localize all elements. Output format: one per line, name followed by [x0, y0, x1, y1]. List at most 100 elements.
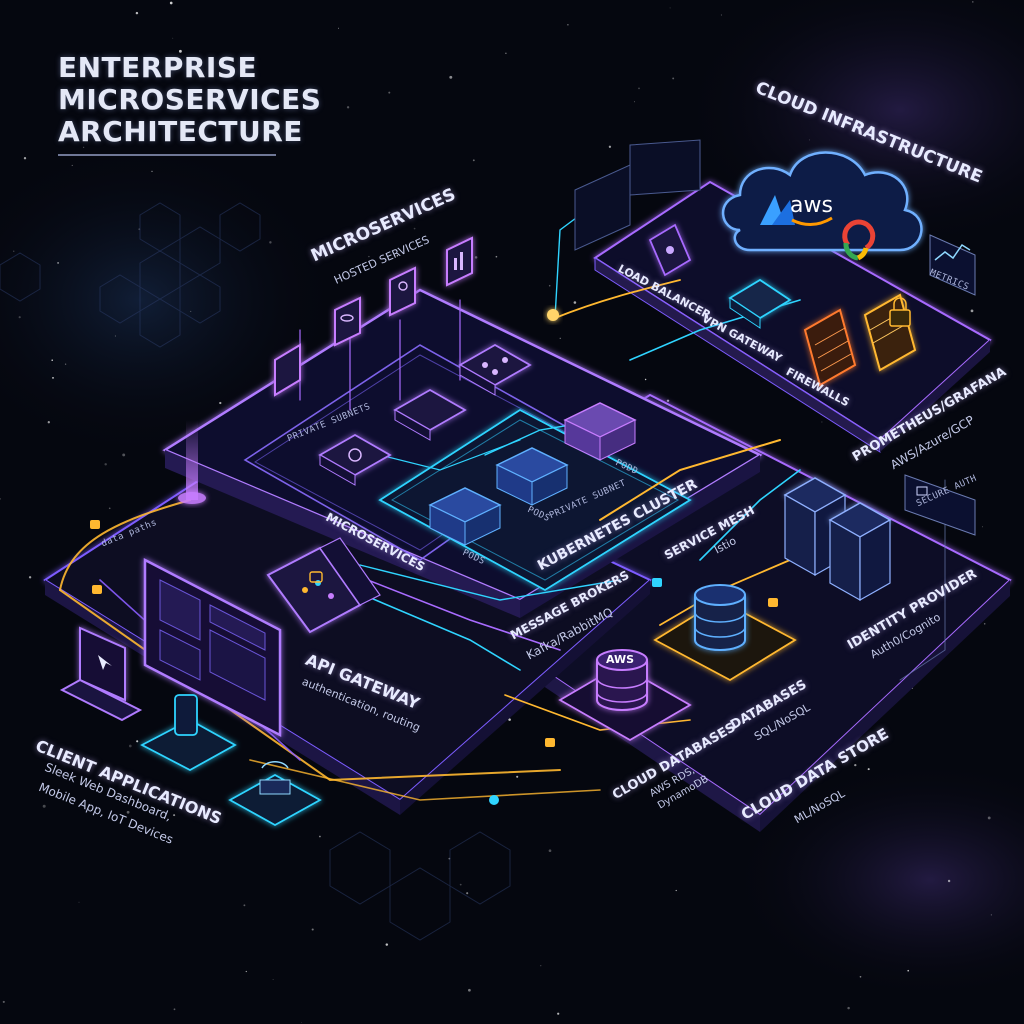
star — [516, 775, 519, 778]
hosted-services-icons — [274, 236, 473, 397]
star — [64, 363, 67, 365]
star — [173, 814, 176, 817]
star — [548, 849, 552, 853]
star — [557, 1012, 560, 1015]
pod-container-2 — [495, 447, 569, 506]
gateway-lock-icon — [309, 571, 323, 583]
star — [245, 970, 247, 973]
cursor-icon — [98, 655, 112, 670]
web-dashboard-screen — [143, 557, 282, 738]
star — [413, 227, 416, 230]
star — [190, 310, 192, 312]
star — [573, 301, 577, 304]
iot-device-icon — [228, 761, 322, 827]
star — [972, 1, 974, 3]
star — [466, 892, 469, 895]
star — [243, 904, 246, 907]
data-beam — [178, 420, 206, 504]
lock-icon-2 — [916, 486, 928, 496]
star — [338, 27, 339, 29]
star — [907, 969, 910, 972]
title-line-3: ARCHITECTURE — [58, 115, 303, 148]
star — [178, 49, 182, 53]
star — [666, 399, 670, 403]
star — [990, 914, 993, 916]
star — [987, 816, 991, 820]
star — [669, 7, 671, 9]
star — [672, 77, 675, 80]
star — [867, 768, 870, 771]
star — [634, 101, 635, 103]
title-line-2: MICROSERVICES — [58, 83, 322, 116]
star — [83, 146, 85, 148]
star — [844, 760, 847, 762]
star — [808, 139, 811, 141]
terminal-panel-top — [574, 139, 701, 251]
aws-badge: AWS — [606, 653, 634, 666]
star — [173, 1008, 176, 1011]
database-cylinder-icon — [694, 584, 746, 651]
star — [28, 576, 32, 579]
service-module-gear — [318, 433, 392, 486]
lock-icon — [889, 297, 911, 327]
path-lock-icons — [90, 309, 778, 805]
star — [468, 988, 471, 992]
star — [396, 254, 399, 257]
star — [474, 256, 478, 259]
aws-database-cylinder-icon: AWS — [596, 649, 648, 711]
star — [720, 14, 722, 16]
star — [108, 507, 111, 510]
star — [126, 810, 130, 814]
gear-icon — [348, 448, 362, 462]
nebula-bottom-right — [730, 760, 1024, 1000]
star — [854, 763, 857, 767]
star — [459, 883, 462, 886]
cloud-infrastructure-platform — [593, 180, 992, 453]
star — [385, 943, 389, 946]
star — [128, 744, 132, 748]
hex-pattern — [0, 202, 511, 941]
star — [219, 401, 222, 405]
star — [559, 337, 561, 339]
title-line-1: ENTERPRISE — [58, 51, 258, 84]
star — [947, 879, 951, 883]
user-service-icon — [389, 266, 416, 317]
star — [136, 740, 139, 743]
star — [114, 335, 116, 337]
pod-container-1 — [428, 487, 502, 546]
star — [52, 376, 54, 379]
star — [821, 421, 823, 423]
chart-icon — [934, 243, 971, 261]
star — [982, 526, 983, 528]
star — [104, 463, 107, 466]
star — [675, 889, 677, 892]
star — [567, 23, 569, 26]
star — [318, 835, 321, 838]
star — [638, 87, 640, 90]
star — [388, 91, 391, 94]
star — [57, 261, 60, 264]
title-underline — [58, 154, 276, 156]
page-title: ENTERPRISE MICROSERVICES ARCHITECTURE — [58, 52, 358, 148]
star — [983, 623, 986, 625]
star — [644, 378, 647, 381]
star — [495, 255, 498, 258]
wifi-icon — [261, 761, 289, 769]
star — [311, 928, 314, 931]
star — [78, 901, 80, 903]
star — [135, 11, 139, 15]
star — [2, 1000, 5, 1003]
load-balancer-icon — [648, 223, 692, 277]
vpn-gateway-icon — [728, 278, 792, 329]
service-icon-1 — [274, 343, 301, 397]
aws-logo-icon: aws — [790, 193, 833, 226]
aws-logo-text: aws — [790, 193, 833, 218]
identity-provider-servers — [783, 477, 892, 602]
secure-auth-panel — [904, 474, 976, 536]
star — [42, 804, 46, 808]
star — [172, 37, 174, 39]
star — [970, 309, 974, 313]
star — [368, 255, 370, 258]
nebula-left — [0, 140, 340, 460]
